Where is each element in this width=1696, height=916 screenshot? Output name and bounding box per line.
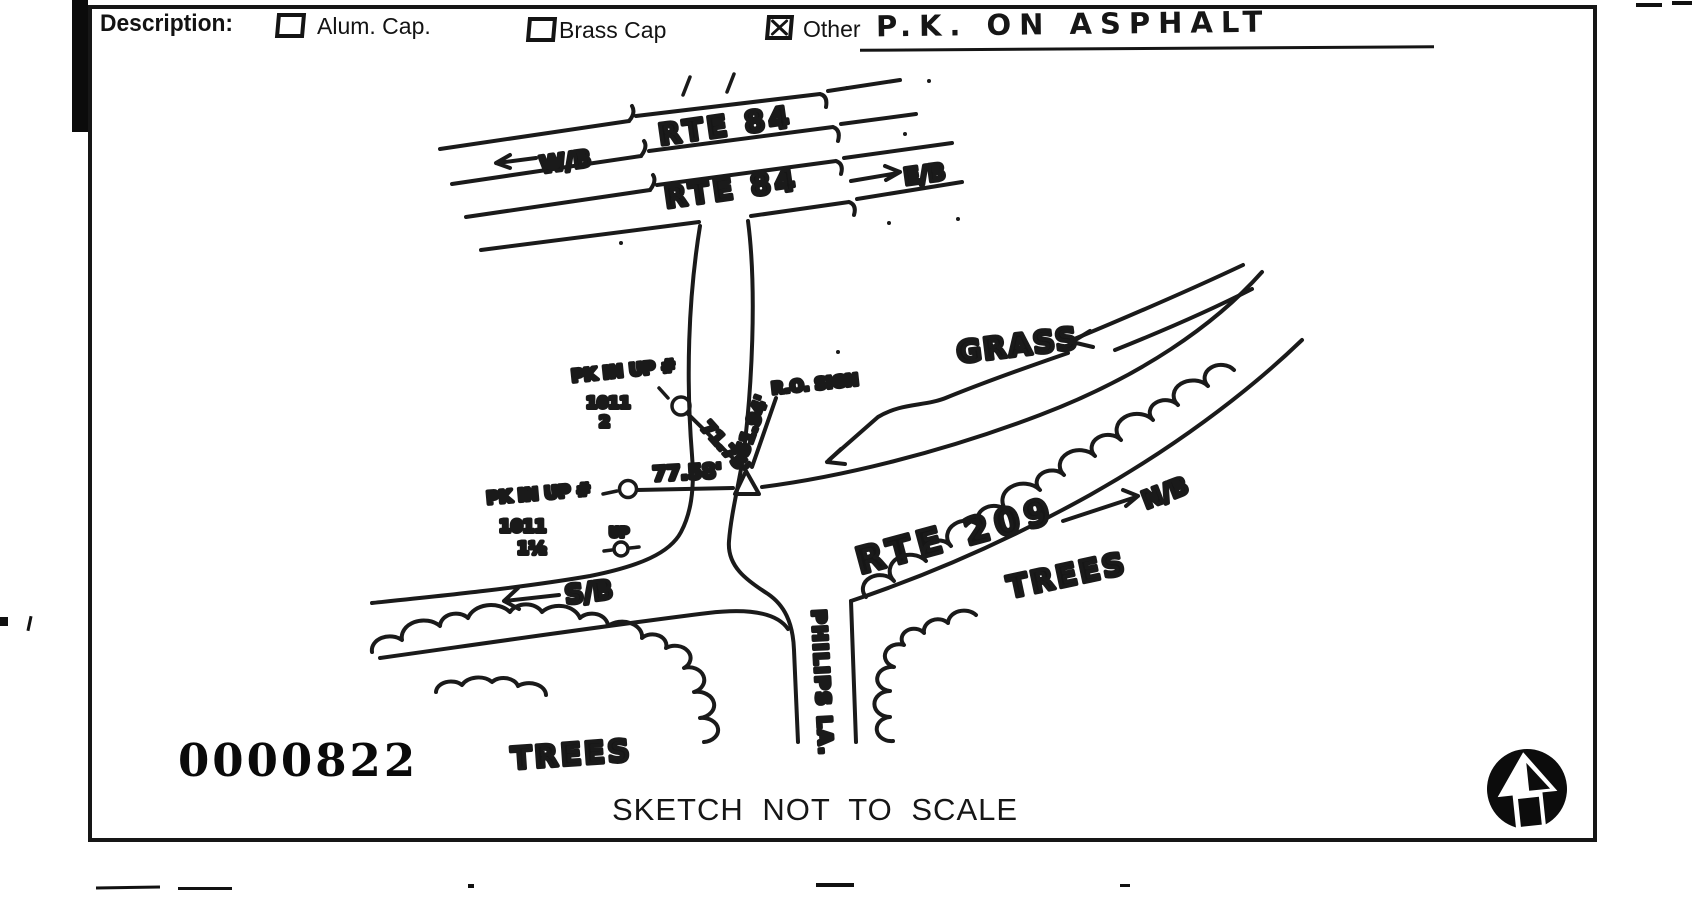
scan-noise-dot bbox=[468, 884, 474, 888]
brass-cap-label: Brass Cap bbox=[559, 17, 667, 43]
north-arrow-logo bbox=[1487, 749, 1567, 832]
pk2-label: PK IN UP # bbox=[486, 480, 592, 509]
rte84-label-2: RTE 84 bbox=[662, 162, 800, 214]
pk-point-upper: PK IN UP # 1011 2 bbox=[568, 354, 692, 433]
scan-noise-dash bbox=[178, 887, 232, 890]
measurement-51-line bbox=[750, 396, 778, 469]
grass-arrow-lower bbox=[1113, 287, 1254, 352]
utility-pole-marker: UP bbox=[602, 524, 641, 558]
scan-noise-dash bbox=[816, 883, 854, 887]
scan-artifact-bar bbox=[72, 0, 88, 132]
trees-left-label: TREES bbox=[510, 734, 633, 777]
measurement-71-line bbox=[685, 411, 746, 471]
scan-noise-mark bbox=[0, 617, 8, 626]
other-label: Other bbox=[803, 16, 861, 42]
pk2-number: 1011 bbox=[499, 517, 546, 537]
measurement-77-line bbox=[635, 486, 735, 492]
philips-lane-lines: PHILIPS LA. bbox=[805, 599, 858, 759]
sign-label: R.O. SIGN bbox=[770, 370, 859, 398]
pk1-number: 1011 bbox=[586, 393, 631, 412]
scan-noise-dash bbox=[1636, 3, 1662, 7]
alum-cap-label: Alum. Cap. bbox=[317, 13, 431, 39]
pk1-sub: 2 bbox=[599, 412, 610, 431]
form-border bbox=[88, 5, 1597, 842]
trees-philips-east-cloud bbox=[872, 608, 978, 744]
pk1-label: PK IN UP # bbox=[570, 356, 676, 387]
nb-arrow bbox=[1061, 488, 1140, 523]
triangle-station-marker bbox=[733, 469, 761, 496]
wb-label: W/B bbox=[538, 146, 592, 179]
description-label: Description: bbox=[100, 10, 234, 37]
trees-right-label: TREES bbox=[1004, 546, 1130, 605]
ramp-road-lines bbox=[370, 219, 800, 744]
grass-label: GRASS bbox=[955, 321, 1081, 371]
other-checkbox-x-mark bbox=[770, 19, 789, 36]
grass-arrow-upper bbox=[1070, 263, 1245, 342]
rte209-northeast-lines: RTE 209 N/B bbox=[760, 270, 1304, 603]
rte84-highway-lines bbox=[438, 72, 964, 252]
eastbound-arrow: E/B bbox=[849, 157, 949, 193]
rte84-label-1: RTE 84 bbox=[656, 99, 794, 151]
trees-left: TREES bbox=[369, 602, 721, 779]
grass-arrow-hook bbox=[1070, 329, 1095, 349]
other-checkbox[interactable] bbox=[764, 15, 795, 40]
ro-sign-annotation: R.O. SIGN bbox=[768, 350, 862, 400]
sketch-not-to-scale-note: SKETCH NOT TO SCALE bbox=[612, 792, 1019, 827]
pavement-tick-marks bbox=[681, 72, 736, 97]
pk1-monument-circle bbox=[670, 395, 692, 417]
scan-noise-dash bbox=[1672, 1, 1692, 5]
measurement-lines: 71.75' 51.94' 77.58' bbox=[635, 391, 778, 492]
up-label: UP bbox=[609, 526, 629, 541]
pk2-monument-circle bbox=[617, 478, 639, 500]
scan-noise-dot bbox=[1120, 884, 1130, 887]
philips-label: PHILIPS LA. bbox=[807, 609, 837, 757]
nb-label: N/B bbox=[1138, 472, 1192, 515]
dist-77: 77.58' bbox=[652, 458, 723, 486]
grass-wavy-arrow bbox=[827, 351, 1070, 462]
stamp-number: 0000822 bbox=[178, 734, 419, 787]
pk2-sub: 1½ bbox=[517, 539, 546, 559]
sb-label: S/B bbox=[563, 575, 614, 611]
